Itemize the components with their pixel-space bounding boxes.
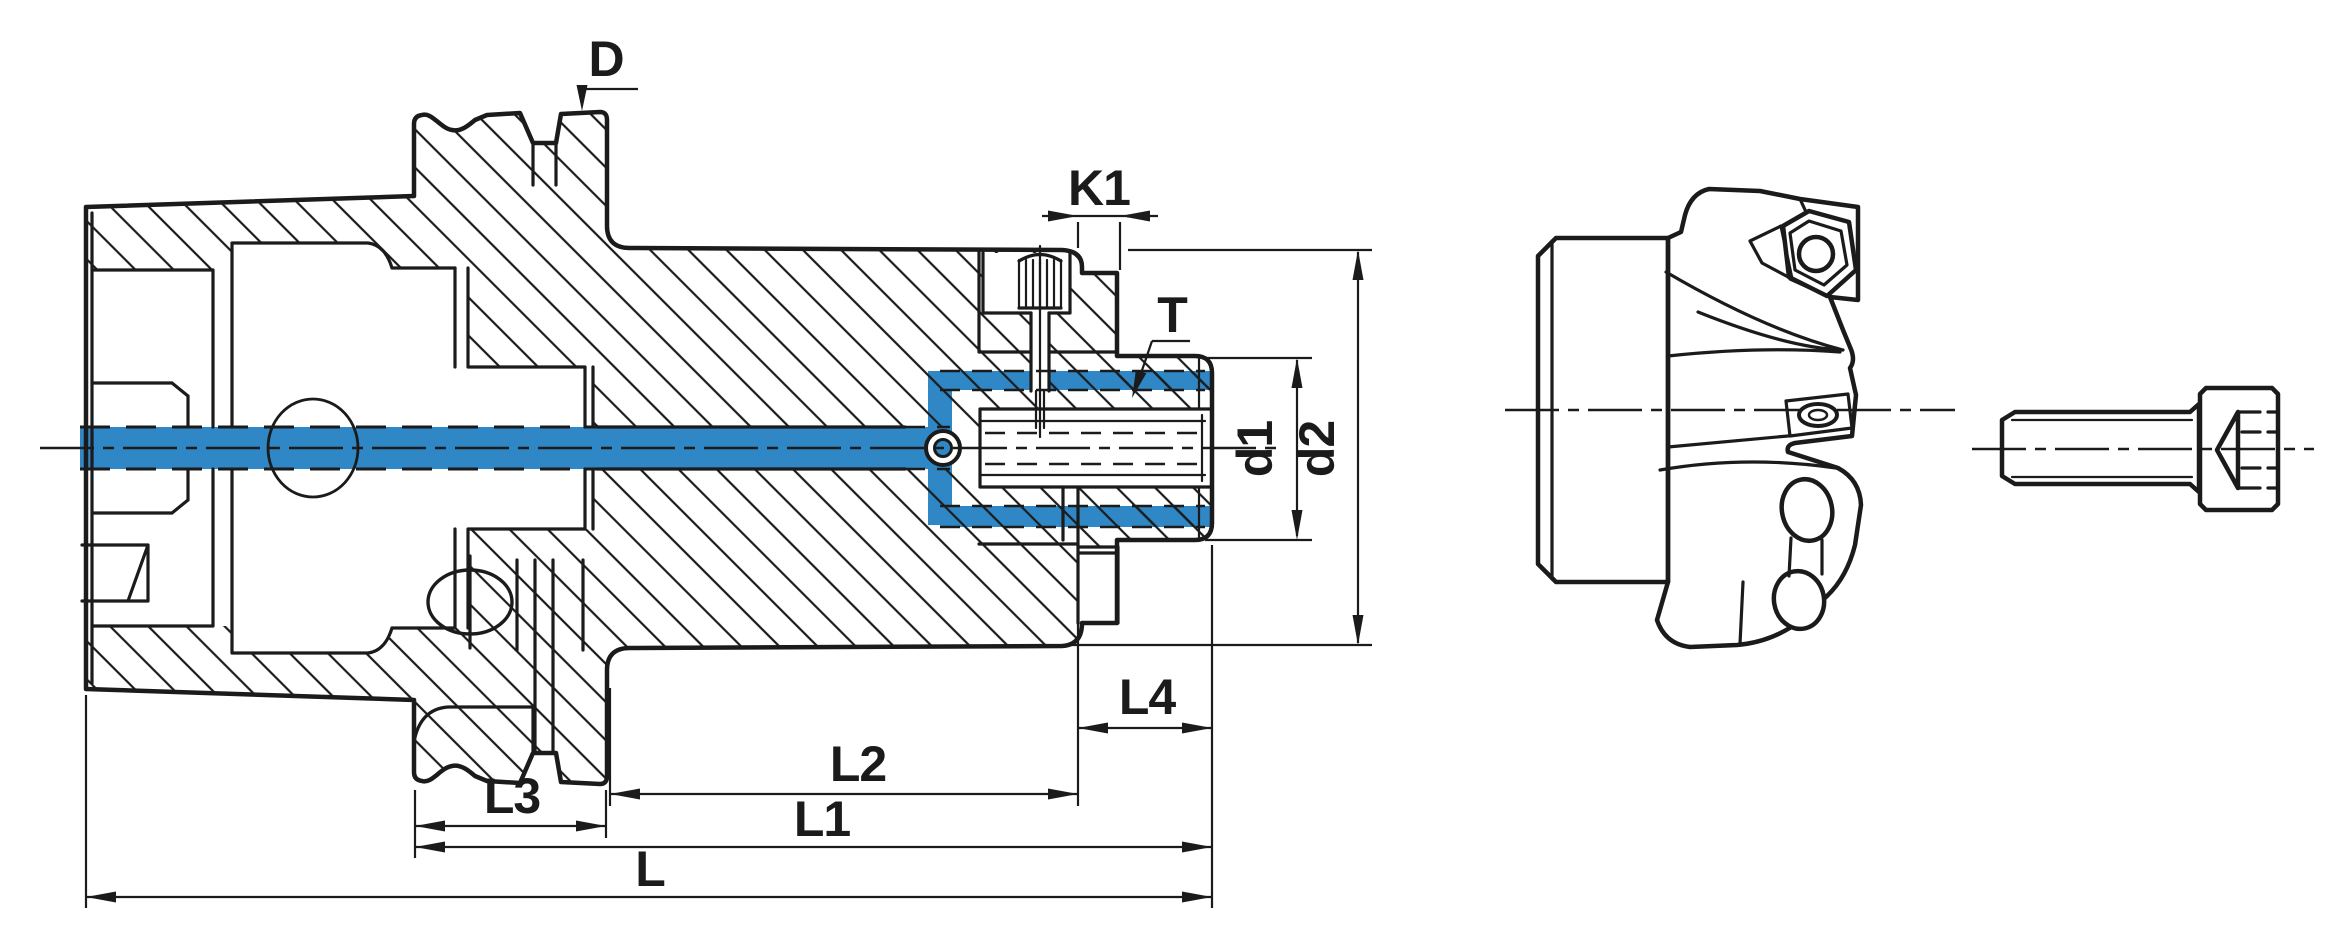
dim-label-d1: d1 <box>1227 421 1283 478</box>
detail-circle <box>266 397 360 499</box>
dimension-L1: L1 <box>415 791 1212 853</box>
dim-label-L2: L2 <box>830 736 886 792</box>
screw-hex-socket <box>2214 409 2279 491</box>
dim-label-L: L <box>635 841 665 897</box>
dimensions: D K1 T d1 d2 L4 <box>84 31 1372 908</box>
coolant-hidden-lines <box>80 369 1205 529</box>
tool-holder-section-view <box>40 109 1285 787</box>
dimension-D: D <box>576 31 638 111</box>
cutter-insert-middle <box>1784 392 1854 438</box>
cutter-screw-heads-bottom <box>1771 476 1835 632</box>
flange-details <box>412 143 585 755</box>
clamping-screw-view <box>1972 385 2314 513</box>
dim-label-d2: d2 <box>1289 421 1345 477</box>
cutter-insert-top <box>1780 208 1859 299</box>
dim-label-L4: L4 <box>1119 669 1177 725</box>
clamp-screw <box>977 244 1119 439</box>
drive-key-face <box>1078 547 1118 623</box>
dim-label-L3: L3 <box>484 768 540 824</box>
extension-lines <box>84 545 1214 908</box>
insert-screw-middle <box>1797 402 1839 428</box>
gripper-recess-detail <box>426 554 514 650</box>
dim-label-L1: L1 <box>794 791 851 847</box>
cutter-front-body <box>1654 186 1864 650</box>
dimension-L3: L3 <box>415 768 606 832</box>
dimension-L2: L2 <box>610 736 1078 800</box>
insert-screw-hole <box>1796 234 1836 274</box>
section-hatching <box>86 112 1212 784</box>
dim-label-D: D <box>588 31 623 87</box>
dimension-T: T <box>1132 287 1190 398</box>
dimension-L4: L4 <box>1078 669 1212 734</box>
dimension-K1: K1 <box>1042 160 1158 270</box>
dimension-d2: d2 <box>1070 248 1372 647</box>
dim-label-K1: K1 <box>1068 160 1130 216</box>
dim-label-T: T <box>1157 287 1187 343</box>
dimension-d1: d1 <box>1205 356 1312 542</box>
shank-bore-details <box>80 211 595 685</box>
cutter-head-view <box>1505 186 1955 650</box>
screw-head <box>2197 385 2281 513</box>
dimension-L: L <box>86 841 1212 903</box>
